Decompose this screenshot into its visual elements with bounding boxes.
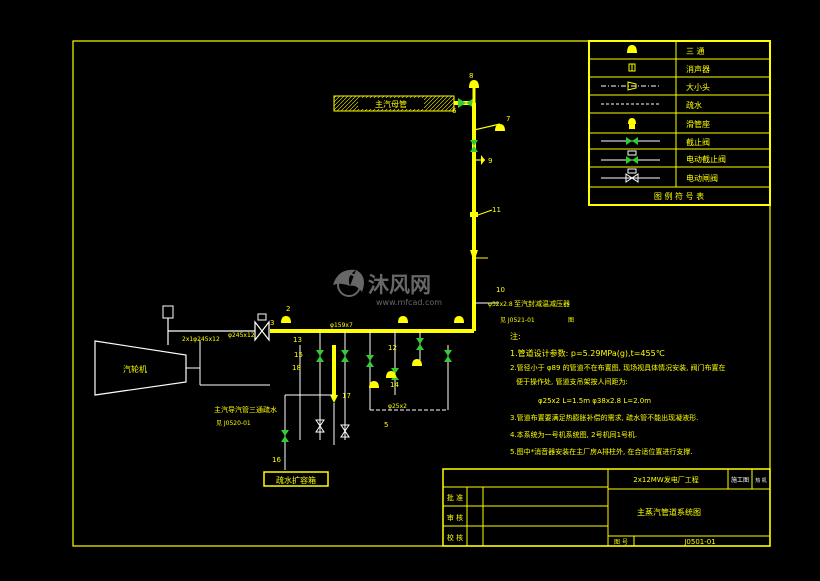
note-2-sizes: φ25x2 L=1.5m φ38x2.8 L=2.0m bbox=[538, 397, 651, 405]
callout-5: 5 bbox=[384, 421, 388, 429]
row-label-review: 审 核 bbox=[447, 513, 463, 522]
stop-valve-icon bbox=[601, 137, 660, 145]
note-2-cont: 便于操作处, 管道支吊架按人间距为: bbox=[516, 377, 628, 386]
watermark: 沐风网 www.mfcad.com bbox=[333, 269, 442, 307]
main-pipe-valve-icon bbox=[254, 320, 270, 342]
legend-label-tee: 三 通 bbox=[686, 46, 705, 56]
pipe-size-inlet: 2x1φ245x12 bbox=[182, 336, 220, 343]
watermark-brand: 沐风网 bbox=[368, 273, 431, 297]
legend-label-drain: 疏水 bbox=[686, 100, 702, 110]
callout-6: 6 bbox=[452, 107, 457, 115]
row-label-check: 校 核 bbox=[447, 533, 463, 542]
silencer-icon bbox=[628, 63, 636, 72]
legend-table: 三 通 消声器 大小头 疏水 滑管座 截止阀 电动截止阀 电动闸阀 图 例 符 … bbox=[588, 40, 771, 206]
pipe-size-small: φ32x2.8 bbox=[488, 301, 513, 308]
note-3: 3.管道布置要满足热膨胀补偿的需求, 疏水管不能出现凝液形. bbox=[510, 413, 698, 422]
note-2: 2.管径小于 φ89 的管道不在布置图, 现场视具体情况安装, 阀门布置在 bbox=[510, 363, 726, 372]
motor-gate-valve-icon bbox=[601, 168, 660, 183]
drain-tank-box bbox=[263, 471, 329, 487]
callout-16: 16 bbox=[272, 456, 281, 464]
callout-10: 10 bbox=[496, 286, 505, 294]
piping-diagram: 主汽母管 汽轮机 bbox=[94, 72, 574, 487]
tee-icon bbox=[627, 45, 637, 53]
notes-block: 注: 1.管道设计参数: p=5.29MPa(g),t=455℃ 2.管径小于 … bbox=[510, 331, 726, 456]
legend-footer: 图 例 符 号 表 bbox=[654, 191, 704, 201]
notes-heading: 注: bbox=[510, 331, 521, 341]
callout-9: 9 bbox=[488, 157, 492, 165]
reducing-station-ref: 见 J0521-01 bbox=[500, 317, 535, 324]
reducing-station-label: 至汽封减温减压器 bbox=[514, 299, 570, 308]
pipe-size-branch: φ245x12 bbox=[228, 332, 255, 339]
legend-label-silencer: 消声器 bbox=[686, 64, 710, 74]
pipe-support-icon bbox=[628, 118, 636, 129]
turbine-inlet-valve-icon bbox=[162, 305, 174, 319]
callout-14: 14 bbox=[390, 381, 399, 389]
drain-valve-icon bbox=[316, 350, 324, 362]
legend-label-stop-valve: 截止阀 bbox=[686, 137, 710, 147]
main-steam-header-label: 主汽母管 bbox=[375, 99, 407, 109]
title-block: 2x12MW发电厂工程 施工图 热 机 批 准 审 核 校 核 主蒸汽管道系统图… bbox=[442, 468, 771, 547]
legend-label-reducer: 大小头 bbox=[686, 82, 710, 92]
riser-support-icon bbox=[495, 124, 505, 131]
motor-stop-valve-icon bbox=[601, 150, 660, 164]
pipe-size-main: φ159x7 bbox=[330, 322, 353, 329]
pipe-size-drain: φ25x2 bbox=[388, 403, 407, 410]
callout-7: 7 bbox=[506, 115, 510, 123]
reducer-icon bbox=[601, 81, 660, 91]
legend-label-motor-stop-valve: 电动截止阀 bbox=[686, 154, 726, 164]
design-discipline: 热 机 bbox=[755, 477, 767, 484]
callout-17: 17 bbox=[342, 392, 351, 400]
drawing-no-label: 图 号 bbox=[614, 539, 628, 546]
drawing-title: 主蒸汽管道系统图 bbox=[637, 507, 701, 517]
legend-label-pipe-support: 滑管座 bbox=[686, 119, 710, 129]
turbine-body bbox=[94, 340, 187, 396]
legend-label-motor-gate-valve: 电动闸阀 bbox=[686, 173, 718, 183]
drain-tank-label: 疏水扩容箱 bbox=[276, 475, 316, 485]
callout-11: 11 bbox=[492, 206, 501, 214]
main-stop-valve-icon bbox=[458, 98, 474, 108]
turbine-label: 汽轮机 bbox=[123, 364, 147, 374]
callout-8: 8 bbox=[469, 72, 473, 80]
callout-3: 3 bbox=[270, 319, 274, 327]
tee-drain-ref: 见 J0520-01 bbox=[216, 420, 251, 427]
note-5: 5.图中*消音器安装在主厂房A排柱外, 在合适位置进行支撑. bbox=[510, 447, 693, 456]
drawing-border bbox=[72, 40, 771, 547]
callout-15: 15 bbox=[294, 351, 303, 359]
drawing-no: J0501-01 bbox=[683, 538, 715, 546]
tee-drain-title: 主汽导汽管三通疏水 bbox=[214, 405, 277, 414]
callout-18: 18 bbox=[292, 364, 301, 372]
note-4: 4.本系统为一号机系统图, 2号机同1号机. bbox=[510, 430, 637, 439]
tee-top-icon bbox=[469, 80, 479, 88]
watermark-logo-icon bbox=[333, 269, 364, 292]
note-1: 1.管道设计参数: p=5.29MPa(g),t=455℃ bbox=[510, 348, 665, 358]
watermark-url: www.mfcad.com bbox=[376, 298, 442, 307]
callout-13: 13 bbox=[293, 336, 302, 344]
design-stage: 施工图 bbox=[731, 476, 749, 484]
project-name: 2x12MW发电厂工程 bbox=[633, 475, 698, 484]
callout-12: 12 bbox=[388, 344, 397, 352]
reducing-station-figure: 图 bbox=[568, 317, 574, 324]
row-label-approve: 批 准 bbox=[447, 493, 463, 502]
callout-2: 2 bbox=[286, 305, 290, 313]
